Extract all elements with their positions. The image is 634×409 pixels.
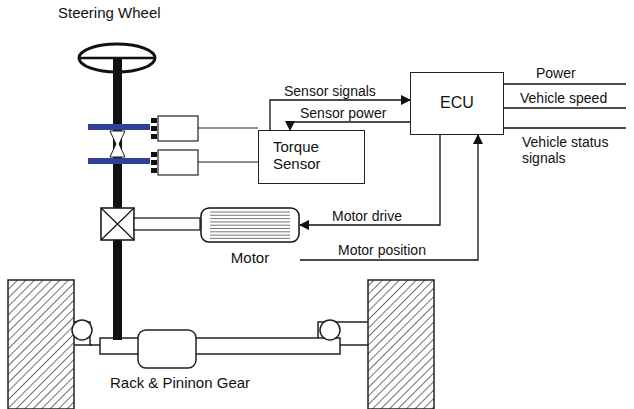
sensor-disc: [88, 158, 150, 164]
signal-connector: [290, 122, 410, 130]
part-label: Steering Wheel: [58, 4, 161, 21]
sensor-disc: [88, 124, 150, 130]
signal-label: Vehicle speed: [520, 90, 607, 106]
torque-sensor-box: Torque Sensor: [258, 130, 365, 184]
ecu-box: ECU: [410, 72, 504, 135]
signal-connector: [270, 100, 410, 130]
torsion-bar: [110, 131, 125, 157]
sensor-pickups: [151, 118, 157, 173]
signal-label: Sensor signals: [282, 83, 378, 99]
signal-label: Sensor power: [298, 105, 388, 121]
input-arrows: [492, 84, 626, 128]
motor-body: [200, 207, 300, 243]
signal-label: Motor position: [336, 242, 428, 258]
motor: Motor: [200, 207, 300, 266]
node-text: Torque Sensor: [273, 138, 335, 173]
node-text: Motor: [200, 249, 300, 266]
node-text: ECU: [440, 94, 474, 112]
tyre-right: [368, 280, 434, 409]
sensor-heads: [158, 116, 258, 175]
motor-gear: [101, 208, 200, 240]
wheel-spokes: [80, 57, 155, 60]
tyre-left: [8, 280, 74, 409]
steering-column: [113, 58, 122, 340]
signal-label: Motor drive: [330, 208, 404, 224]
part-label: Rack & Pininon Gear: [110, 374, 250, 391]
signal-label: Power: [536, 65, 576, 81]
signal-label: Vehicle status signals: [522, 134, 628, 166]
steering-wheel: [79, 44, 155, 72]
